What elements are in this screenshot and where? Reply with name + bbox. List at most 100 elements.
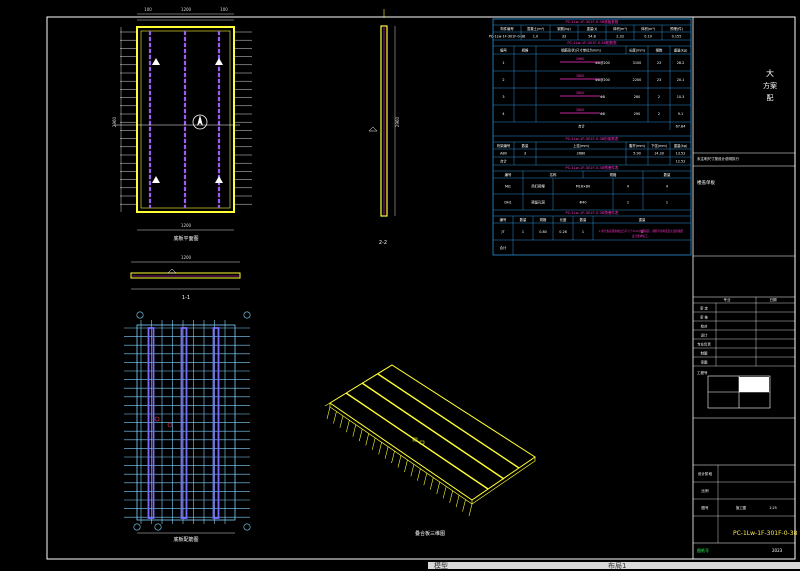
table-cell: 9.1 [678, 112, 683, 116]
iso-bar [468, 503, 473, 517]
iso-bar [455, 495, 460, 508]
iso-lifting-2 [419, 440, 425, 445]
iso-bar-side [338, 394, 344, 398]
table-header: 编号 [505, 172, 512, 177]
iso-bar-side [359, 381, 365, 386]
table-note: 1.叠合板表面做成凹凸不小于4mm的粗糙面，钢筋弯钩角度及长度按图纸 [599, 229, 684, 233]
table-cell: 33 [562, 34, 566, 38]
table-cell: Φ8 [600, 112, 605, 116]
tab-model[interactable]: 模型 [434, 562, 448, 570]
table-header: 长度(mm) [629, 47, 646, 52]
iso-truss [377, 373, 520, 469]
title-column[interactable]: 大 方案 配 未注明尺寸按设计说明执行 楼盖单板 专业日期审 定审 核校对设计专… [692, 17, 798, 567]
title-row-label: 校对 [701, 324, 708, 329]
table-cell: 1 [582, 230, 584, 234]
lifting-triangle [152, 176, 160, 183]
table-cell: 2 [658, 112, 660, 116]
title-phase: 施工图 [736, 505, 747, 510]
iso-bar-side [366, 377, 372, 381]
table-cell: 4 [502, 112, 504, 116]
project-no-label: 工程号 [697, 370, 708, 375]
table-header: 编号 [500, 217, 507, 222]
iso-bar [442, 486, 447, 499]
table-header: 重量(kg) [674, 47, 688, 52]
table-title: PC-1Lw-1F-301F-0-38桁架筋表 [566, 136, 619, 141]
sheet-border [46, 16, 796, 560]
table-header: 预埋(件) [670, 26, 683, 31]
table-title: PC-1Lw-1F-301F-0-38预埋件表 [566, 210, 619, 215]
table-cell: 54.8 [588, 34, 596, 38]
table-header: 构件编号 [500, 26, 514, 31]
table-header: 规格 [522, 47, 529, 52]
rebar-plan-view[interactable]: 底板配筋图 [124, 311, 251, 543]
layout-tab-bar[interactable]: 模型 布局1 [428, 562, 800, 570]
table-header: 数量 [664, 172, 671, 177]
table-cell: 20.1 [677, 78, 685, 82]
table-total: 合计 [500, 245, 507, 250]
iso-view[interactable]: 叠合板三维图 [324, 364, 536, 537]
iso-bar [384, 446, 389, 459]
title-row-label: 审 定 [700, 306, 708, 311]
table-header: 根数 [656, 47, 663, 52]
iso-bar [410, 464, 415, 477]
table-header: 重量 [639, 217, 646, 222]
table-cell: A80 [500, 151, 507, 155]
table-cell: 4 [666, 184, 668, 188]
slab-outline [136, 26, 235, 213]
iso-bar-side [386, 364, 393, 369]
sheet-date: 2023 [772, 548, 783, 553]
dim-top-3: 100 [220, 7, 228, 12]
table-cell: 0.19 [644, 34, 652, 38]
table-panel[interactable]: PC-1Lw-1F-301F-0-38底板参数构件编号混凝土(m³)钢筋(kg)… [489, 18, 692, 256]
rebar-shape-dim: 1800 [576, 74, 584, 78]
iso-bar [449, 490, 453, 503]
dim-top-2: 1200 [181, 7, 192, 12]
table-cell: 1 [522, 230, 524, 234]
lifting-point-2 [167, 422, 173, 428]
tab-layout[interactable]: 布局1 [608, 562, 627, 570]
table-cell: 1 [666, 200, 668, 204]
drawing-code: PC-1Lw-1F-301F-0-38 [733, 530, 798, 537]
table-total: 合计 [578, 123, 585, 128]
section-1-1-label: 1-1 [182, 295, 190, 301]
table-title: PC-1Lw-1F-301F-0-38配筋表 [567, 40, 617, 45]
table-note: 设计要求施工。 [632, 234, 650, 238]
table-cell: 1.0 [533, 34, 538, 38]
rebar-tag-2 [243, 311, 251, 319]
table-cell: 23 [657, 78, 661, 82]
plan-view[interactable]: 100 1200 100 2960 1200 底板平面图 [112, 7, 252, 242]
table-cell: 3 [502, 95, 504, 99]
title-col-header: 专业 [724, 297, 732, 302]
iso-bar [358, 428, 363, 442]
table-cell: 1 [502, 61, 504, 65]
dim-bottom: 1200 [181, 223, 192, 228]
section-1-1-view[interactable]: 1200 1-1 [130, 255, 241, 301]
table-cell: Φ8@200 [595, 78, 610, 82]
title-row-label: 设计 [701, 333, 708, 338]
table-title: PC-1Lw-1F-301F-0-38预埋件表 [566, 165, 619, 170]
iso-bar [352, 424, 357, 437]
section-2-2-view[interactable]: 2960 2-2 [368, 9, 400, 246]
table-header: 数量 [580, 217, 587, 222]
title-col-header: 日期 [770, 297, 778, 302]
stamp-text: 楼盖单板 [697, 179, 715, 186]
title-scale: 1:25 [769, 506, 777, 510]
table-cell: 13.52 [676, 151, 686, 155]
table-cell: 28.2 [677, 61, 685, 65]
section-1-1-tri [167, 268, 177, 274]
rebar-tag-4 [154, 523, 162, 531]
table-cell: 预留孔洞 [531, 199, 545, 204]
table-header: 规格 [540, 217, 547, 222]
table-cell: PC-1Lw-1F-301F-0-38 [489, 34, 525, 38]
side-text-1: 大 [766, 68, 774, 78]
table-header: 数量 [522, 143, 529, 148]
table-header: 上弦(mm) [573, 143, 590, 148]
title-lower-label: 图号 [701, 505, 709, 510]
rebar-shape-dim: 2800 [576, 91, 584, 95]
table-cell: 3100 [633, 61, 642, 65]
section-2-2-tri [368, 126, 378, 132]
title-row-label: 专业负责 [697, 342, 711, 347]
section-1-1-slab [130, 272, 241, 279]
